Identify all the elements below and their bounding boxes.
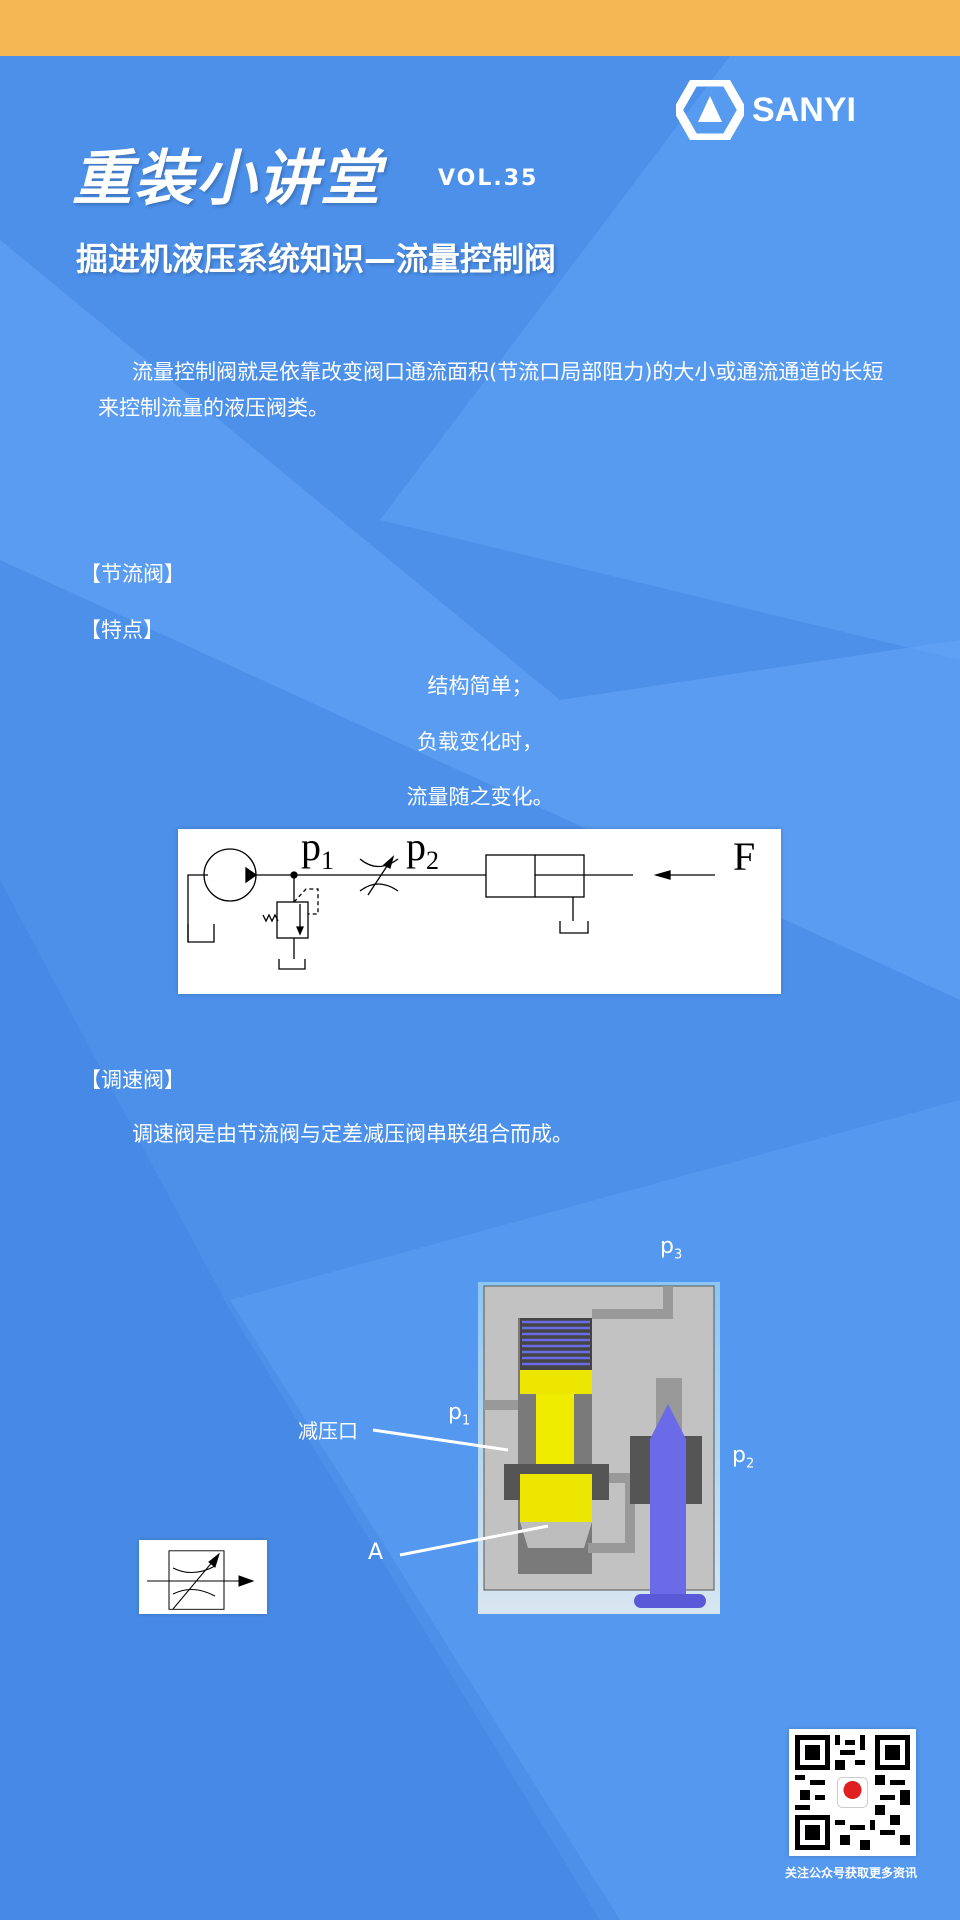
sanyi-logo: SANYI bbox=[676, 80, 856, 140]
p2-label: p2 bbox=[406, 824, 439, 875]
p3-label: p3 bbox=[660, 1234, 683, 1263]
volume-number: VOL.35 bbox=[438, 166, 539, 191]
feature-item: 负载变化时， bbox=[417, 730, 543, 754]
speed-valve-symbol bbox=[139, 1540, 267, 1614]
features-heading: 【特点】 bbox=[80, 618, 164, 642]
speed-valve-cross-section bbox=[478, 1282, 720, 1614]
pressure-reducing-port-label: 减压口 bbox=[298, 1419, 358, 1443]
piston-cone bbox=[650, 1404, 686, 1439]
throttle-circuit-diagram: p1 p2 F bbox=[178, 824, 781, 994]
top-bar bbox=[0, 0, 960, 56]
page-subtitle: 掘进机液压系统知识—流量控制阀 bbox=[76, 240, 557, 278]
force-label: F bbox=[733, 834, 756, 879]
sanyi-logo-icon bbox=[676, 80, 744, 140]
feature-item: 结构简单； bbox=[427, 674, 533, 698]
feature-item: 流量随之变化。 bbox=[406, 785, 554, 809]
qr-code[interactable] bbox=[789, 1729, 916, 1856]
p1-label: p1 bbox=[448, 1400, 471, 1429]
speed-valve-description: 调速阀是由节流阀与定差减压阀串联组合而成。 bbox=[132, 1122, 573, 1146]
throttle-icon bbox=[359, 855, 399, 896]
qr-caption: 关注公众号获取更多资讯 bbox=[785, 1866, 918, 1880]
relief-valve-icon bbox=[276, 901, 309, 939]
p1-label: p1 bbox=[301, 824, 334, 875]
brand-name: SANYI bbox=[752, 90, 856, 129]
speed-valve-heading: 【调速阀】 bbox=[80, 1068, 185, 1092]
tank-icon bbox=[187, 924, 215, 943]
suction-line bbox=[187, 874, 208, 942]
p2-label: p2 bbox=[732, 1443, 755, 1472]
spring-icon bbox=[522, 1320, 590, 1366]
series-title: 重装小讲堂 bbox=[72, 144, 382, 214]
intro-paragraph: 流量控制阀就是依靠改变阀口通流面积(节流口局部阻力)的大小或通流通道的长短来控制… bbox=[98, 360, 884, 420]
throttle-heading: 【节流阀】 bbox=[80, 562, 185, 586]
sanyi-mini-logo bbox=[843, 1781, 862, 1799]
area-label: A bbox=[368, 1540, 384, 1565]
